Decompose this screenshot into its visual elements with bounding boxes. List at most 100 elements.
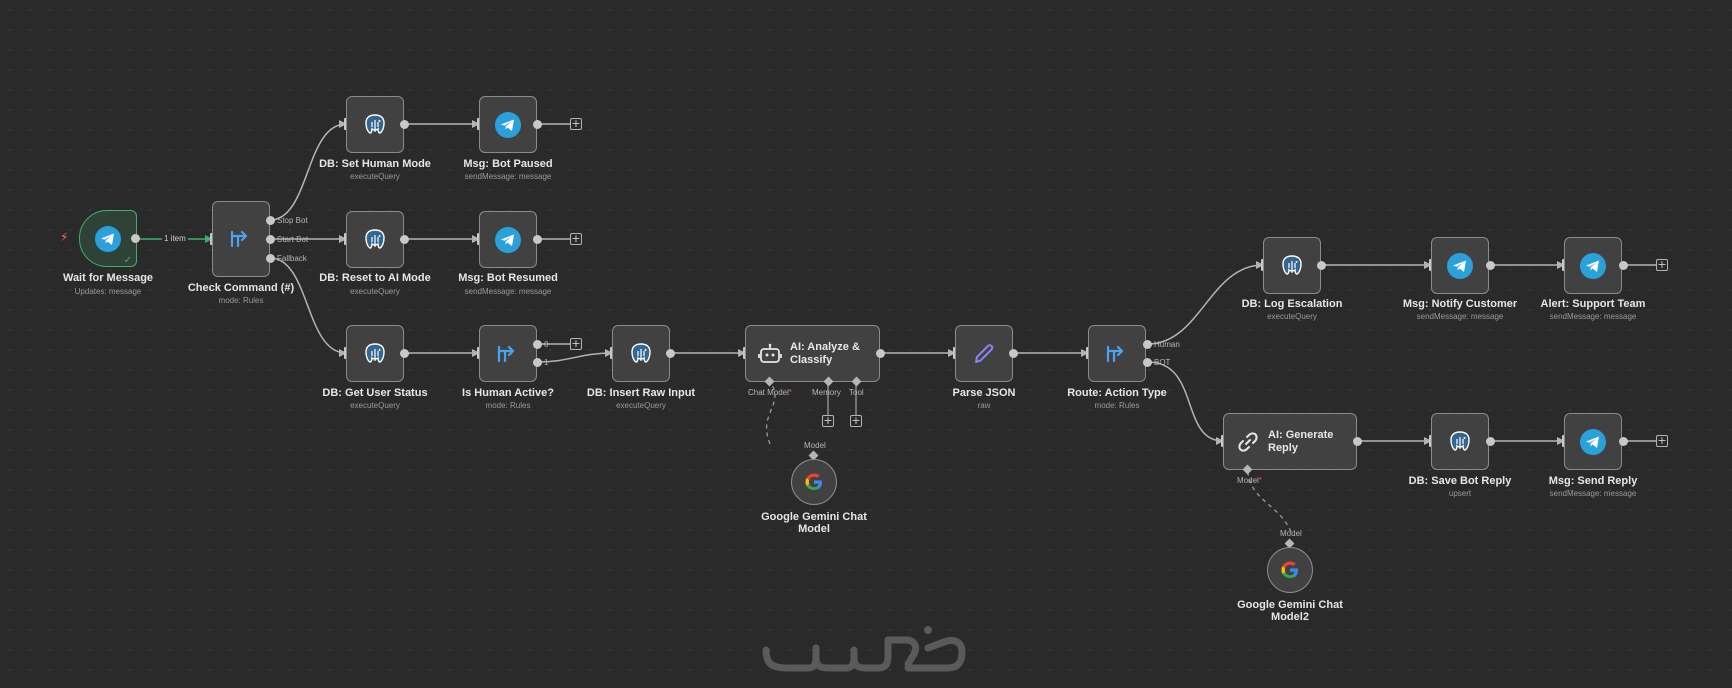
add-node-button[interactable]: + bbox=[570, 337, 582, 350]
telegram-icon bbox=[95, 225, 121, 252]
output-port-bot[interactable] bbox=[1143, 358, 1152, 367]
output-port[interactable] bbox=[400, 120, 409, 129]
input-label-tool: Tool bbox=[849, 388, 864, 397]
add-node-button[interactable]: + bbox=[1656, 434, 1668, 447]
output-label: Fallback bbox=[277, 254, 307, 263]
output-port-start-bot[interactable] bbox=[266, 235, 275, 244]
output-port[interactable] bbox=[533, 235, 542, 244]
switch-icon bbox=[497, 345, 515, 362]
node-subtitle: sendMessage: message bbox=[1416, 312, 1504, 321]
item-count-label: 1 item bbox=[162, 234, 188, 243]
node-subtitle: sendMessage: message bbox=[1549, 312, 1637, 321]
output-port[interactable] bbox=[1619, 437, 1628, 446]
input-label-model: Model bbox=[1237, 476, 1262, 485]
node-title: DB: Log Escalation bbox=[1241, 298, 1343, 310]
node-check-command[interactable] bbox=[212, 201, 270, 277]
output-label: Start Bot bbox=[277, 235, 309, 244]
add-memory-button[interactable]: + bbox=[822, 414, 834, 427]
google-icon bbox=[805, 473, 822, 490]
node-db-set-human-mode[interactable] bbox=[346, 96, 404, 153]
node-title: Alert: Support Team bbox=[1540, 298, 1646, 310]
output-port[interactable] bbox=[533, 120, 542, 129]
output-port[interactable] bbox=[131, 234, 140, 243]
output-port-1[interactable] bbox=[533, 358, 542, 367]
node-db-reset-ai-mode[interactable] bbox=[346, 211, 404, 268]
success-check-icon: ✓ bbox=[123, 255, 132, 266]
node-subtitle: mode: Rules bbox=[1094, 401, 1140, 410]
node-title: DB: Insert Raw Input bbox=[586, 387, 696, 399]
node-ai-analyze-classify[interactable]: AI: Analyze & Classify bbox=[745, 325, 880, 382]
output-port[interactable] bbox=[666, 349, 675, 358]
node-subtitle: Updates: message bbox=[74, 287, 142, 296]
node-title: Wait for Message bbox=[62, 272, 154, 284]
node-subtitle: upsert bbox=[1448, 489, 1472, 498]
telegram-icon bbox=[1580, 428, 1606, 455]
output-label: BOT bbox=[1154, 358, 1171, 367]
add-node-button[interactable]: + bbox=[570, 117, 582, 130]
node-subtitle: executeQuery bbox=[350, 287, 400, 296]
node-title: Is Human Active? bbox=[462, 387, 554, 399]
output-port-0[interactable] bbox=[533, 340, 542, 349]
watermark-logo bbox=[762, 626, 966, 672]
output-port[interactable] bbox=[1619, 261, 1628, 270]
output-port[interactable] bbox=[1486, 437, 1495, 446]
output-port[interactable] bbox=[1009, 349, 1018, 358]
add-node-button[interactable]: + bbox=[1656, 258, 1668, 271]
output-label: Human bbox=[1154, 340, 1180, 349]
node-subtitle: sendMessage: message bbox=[464, 287, 552, 296]
output-port-stop-bot[interactable] bbox=[266, 216, 275, 225]
node-db-save-bot-reply[interactable] bbox=[1431, 413, 1489, 470]
add-tool-button[interactable]: + bbox=[850, 414, 862, 427]
output-port[interactable] bbox=[876, 349, 885, 358]
input-label-memory: Memory bbox=[812, 388, 841, 397]
output-port[interactable] bbox=[1353, 437, 1362, 446]
output-port-fallback[interactable] bbox=[266, 254, 275, 263]
output-port[interactable] bbox=[1317, 261, 1326, 270]
pencil-icon bbox=[975, 343, 994, 363]
node-title: DB: Set Human Mode bbox=[319, 158, 431, 170]
switch-icon bbox=[230, 230, 248, 248]
output-port[interactable] bbox=[400, 235, 409, 244]
output-port[interactable] bbox=[1486, 261, 1495, 270]
node-msg-bot-paused[interactable] bbox=[479, 96, 537, 153]
node-db-log-escalation[interactable] bbox=[1263, 237, 1321, 294]
add-node-button[interactable]: + bbox=[570, 232, 582, 245]
node-parse-json[interactable] bbox=[955, 325, 1013, 382]
telegram-icon bbox=[1580, 252, 1606, 279]
node-subtitle: mode: Rules bbox=[485, 401, 531, 410]
node-title: Google Gemini Chat Model2 bbox=[1237, 599, 1343, 623]
node-subtitle: executeQuery bbox=[350, 172, 400, 181]
node-route-action-type[interactable] bbox=[1088, 325, 1146, 382]
output-port[interactable] bbox=[400, 349, 409, 358]
output-port-human[interactable] bbox=[1143, 340, 1152, 349]
node-msg-bot-resumed[interactable] bbox=[479, 211, 537, 268]
node-db-insert-raw-input[interactable] bbox=[612, 325, 670, 382]
telegram-icon bbox=[495, 226, 521, 253]
node-db-get-user-status[interactable] bbox=[346, 325, 404, 382]
trigger-bolt-icon: ⚡ bbox=[60, 230, 69, 244]
node-google-gemini-chat-model2[interactable] bbox=[1267, 547, 1313, 593]
input-label-chat-model: Chat Model bbox=[748, 388, 792, 397]
node-subtitle: executeQuery bbox=[616, 401, 666, 410]
node-title: Check Command (#) bbox=[187, 282, 295, 294]
output-label: 1 bbox=[544, 358, 549, 367]
node-msg-notify-customer[interactable] bbox=[1431, 237, 1489, 294]
postgres-icon bbox=[1282, 254, 1302, 275]
node-subtitle: raw bbox=[977, 401, 991, 410]
node-is-human-active[interactable] bbox=[479, 325, 537, 382]
node-subtitle: mode: Rules bbox=[218, 296, 264, 305]
postgres-icon bbox=[365, 228, 385, 249]
node-title: Msg: Bot Resumed bbox=[458, 272, 558, 284]
node-wait-for-message[interactable]: ✓ bbox=[79, 210, 137, 267]
postgres-icon bbox=[365, 342, 385, 363]
node-title: DB: Save Bot Reply bbox=[1408, 475, 1512, 487]
postgres-icon bbox=[631, 342, 651, 363]
model-port-label: Model bbox=[804, 441, 826, 450]
node-title: AI: Analyze & Classify bbox=[790, 340, 860, 366]
node-title: Msg: Notify Customer bbox=[1402, 298, 1518, 310]
node-ai-generate-reply[interactable]: AI: Generate Reply bbox=[1223, 413, 1357, 470]
node-msg-send-reply[interactable] bbox=[1564, 413, 1622, 470]
node-alert-support-team[interactable] bbox=[1564, 237, 1622, 294]
node-subtitle: executeQuery bbox=[1267, 312, 1317, 321]
node-google-gemini-chat-model[interactable] bbox=[791, 459, 837, 505]
